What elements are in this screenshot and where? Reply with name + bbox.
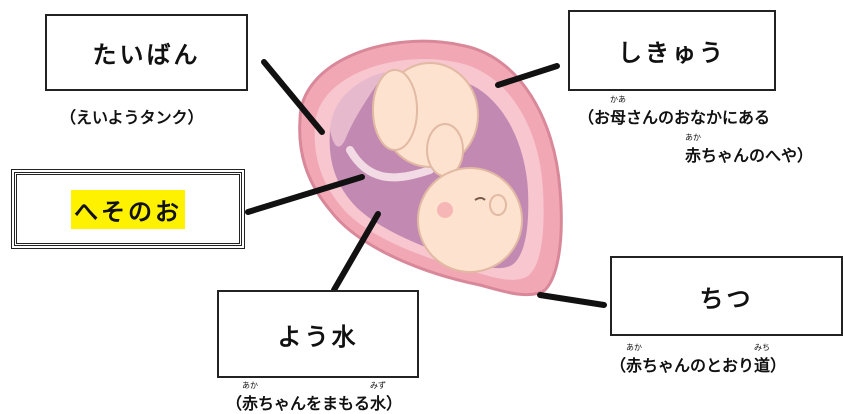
vagina-subtitle: （あか赤ちゃんのとおりみち道） [610,352,786,376]
uterus-sub2-ruby-base: 赤 [685,146,701,165]
amniotic-sub-ruby2: みず水 [370,390,386,414]
vagina-label-box: ちつ [610,256,843,336]
amniotic-sub-ruby1-base: 赤 [242,394,258,413]
uterus-sub1-ruby-text: かあ [610,94,626,105]
baby-cheek [437,202,453,218]
amniotic-sub-mid: ちゃんをまもる [258,394,370,413]
vagina-sub-ruby2: みち道 [754,352,770,376]
umbilical-cord-title: へそのお [71,190,185,229]
vagina-sub-post: ） [770,356,786,375]
uterus-sub1-ruby: かあ母 [610,104,626,128]
vagina-sub-ruby1-text: あか [626,342,642,353]
uterus-label-box: しきゅう [568,10,776,91]
uterus-sub2-ruby-text: あか [685,132,701,143]
baby-ear [490,195,506,215]
vagina-sub-ruby1: あか赤 [626,352,642,376]
uterus-sub2-ruby: あか赤 [685,142,701,166]
vagina-sub-pre: （ [610,356,626,375]
vagina-sub-ruby2-text: みち [754,342,770,353]
amniotic-sub-pre: （ [226,394,242,413]
vagina-sub-ruby2-base: 道 [754,356,770,375]
amniotic-fluid-subtitle: （あか赤ちゃんをまもるみず水） [226,390,402,414]
amniotic-sub-ruby1: あか赤 [242,390,258,414]
uterus-subtitle-line1: （おかあ母さんのおなかにある [578,104,770,128]
vagina-sub-mid: ちゃんのとおり [642,356,754,375]
uterus-subtitle-line2: あか赤ちゃんのへや） [685,142,813,166]
placenta-title: たいばん [93,35,201,70]
placenta-label-box: たいばん [45,14,248,91]
uterus-sub2-post: ちゃんのへや） [701,146,813,165]
vagina-title: ちつ [700,279,754,314]
baby-arm [427,124,463,176]
uterus-title: しきゅう [618,33,726,68]
amniotic-fluid-label-box: よう水 [217,290,419,378]
leader-vagina [540,295,604,305]
amniotic-sub-ruby2-text: みず [370,380,386,391]
vagina-sub-ruby1-base: 赤 [626,356,642,375]
placenta-subtitle: （えいようタンク） [60,104,204,128]
amniotic-sub-ruby2-base: 水 [370,394,386,413]
amniotic-sub-ruby1-text: あか [242,380,258,391]
uterus-sub1-pre: （お [578,108,610,127]
baby-leg [373,70,417,150]
umbilical-cord-label-box: へそのお [14,172,242,246]
uterus-sub1-post: さんのおなかにある [626,108,770,127]
amniotic-fluid-title: よう水 [278,317,359,352]
amniotic-sub-post: ） [386,394,402,413]
uterus-sub1-ruby-base: 母 [610,108,626,127]
baby-head [418,168,522,272]
